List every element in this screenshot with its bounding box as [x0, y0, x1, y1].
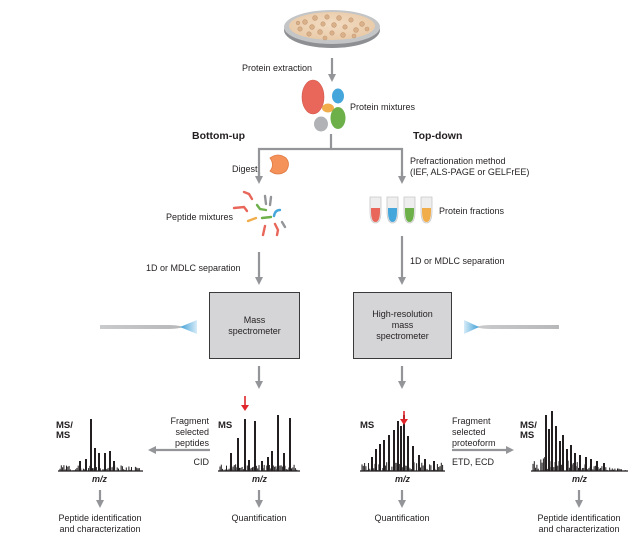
msms-label-line1: MS/: [520, 420, 537, 431]
protein-fraction-tubes-icon: [369, 196, 433, 224]
protein-mixture-icon: [301, 79, 346, 132]
cid-label: CID: [193, 457, 210, 467]
peptide-identification-label-left: Peptide identification and characterizat…: [40, 513, 160, 535]
ms-label-left: MS: [218, 420, 233, 431]
msms-spectrum-bottom-up: [59, 419, 140, 471]
etd-ecd-label: ETD, ECD: [452, 457, 495, 467]
ident-line2: and characterization: [59, 524, 141, 534]
quantification-label-left: Quantification: [231, 513, 287, 523]
msms-label-line1: MS/: [56, 420, 73, 431]
separation-label-right: 1D or MDLC separation: [410, 256, 505, 266]
prefractionation-label-line2: (IEF, ALS-PAGE or GELFrEE): [410, 167, 530, 177]
digest-label: Digest: [232, 164, 258, 174]
electrospray-needle-right: [464, 320, 559, 334]
fragment-line1: Fragment: [170, 416, 209, 426]
branch-connector: [257, 134, 404, 176]
top-down-title: Top-down: [413, 130, 463, 142]
quantification-label-right: Quantification: [374, 513, 430, 523]
electrospray-needle-left: [100, 320, 197, 334]
bottom-up-title: Bottom-up: [192, 130, 246, 142]
high-resolution-mass-spectrometer-box: High-resolution mass spectrometer: [353, 292, 452, 359]
mz-axis-label: m/z: [572, 474, 588, 484]
selection-arrow-left: [241, 396, 249, 411]
peptide-mixture-icon: [232, 190, 287, 237]
mz-axis-label: m/z: [92, 474, 108, 484]
instrument-label-line2: mass: [391, 320, 414, 330]
instrument-label-line1: Mass: [243, 314, 266, 325]
msms-label-left: MS/ MS: [56, 421, 73, 441]
msms-label-line2: MS: [520, 430, 535, 441]
peptide-mixtures-label: Peptide mixtures: [166, 212, 234, 222]
peptide-identification-label-right: Peptide identification and characterizat…: [519, 513, 639, 535]
fragment-line2: selected: [452, 427, 486, 437]
separation-label-left: 1D or MDLC separation: [146, 263, 241, 273]
ident-line1: Peptide identification: [58, 513, 142, 523]
ident-line2: and characterization: [538, 524, 620, 534]
msms-spectrum-top-down: [532, 411, 626, 471]
instrument-label-line3: spectrometer: [376, 331, 429, 341]
ms-label-right: MS: [360, 420, 375, 431]
petri-dish-icon: [284, 10, 380, 48]
protein-extraction-label: Protein extraction: [242, 63, 313, 73]
mz-axis-label: m/z: [252, 474, 268, 484]
fragment-line3: proteoform: [452, 438, 496, 448]
fragment-label-right: Fragment selected proteoform: [452, 416, 496, 449]
fragment-line2: selected: [175, 427, 209, 437]
enzyme-icon: [269, 154, 289, 175]
protein-fractions-label: Protein fractions: [439, 206, 505, 216]
msms-label-line2: MS: [56, 430, 71, 441]
selection-arrow-right: [400, 411, 408, 425]
fragment-line1: Fragment: [452, 416, 491, 426]
msms-label-right: MS/ MS: [520, 421, 537, 441]
mass-spectrometer-box: Mass spectrometer: [209, 292, 300, 359]
fragment-label-left: Fragment selected peptides: [162, 416, 209, 449]
instrument-label-line1: High-resolution: [372, 309, 433, 319]
ms-spectrum-top-down: [361, 415, 444, 471]
ident-line1: Peptide identification: [537, 513, 621, 523]
fragment-line3: peptides: [174, 438, 209, 448]
mz-axis-label: m/z: [395, 474, 411, 484]
protein-mixtures-label: Protein mixtures: [350, 102, 416, 112]
prefractionation-label-line1: Prefractionation method: [410, 156, 506, 166]
ms-spectrum-bottom-up: [219, 415, 298, 471]
instrument-label-line2: spectrometer: [228, 325, 281, 336]
